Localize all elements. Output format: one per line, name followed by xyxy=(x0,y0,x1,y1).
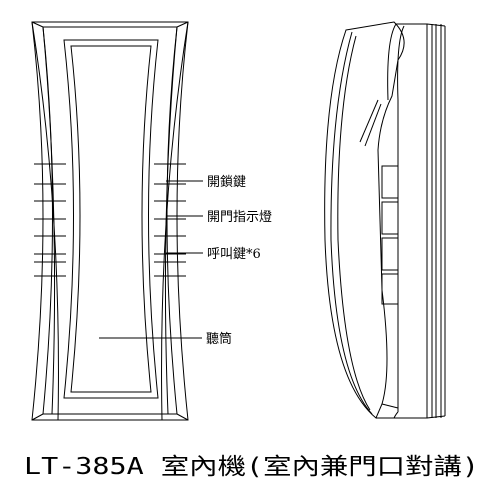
call-keys-label: 呼叫鍵*6 xyxy=(207,246,261,262)
model-caption: LT-385A 室內機(室內兼門口對講) xyxy=(24,454,479,480)
side-key-4 xyxy=(381,273,399,305)
side-key-3 xyxy=(381,237,399,271)
base-housing xyxy=(387,23,428,419)
unlock-key-label: 開鎖鍵 xyxy=(207,174,246,190)
front-view: 開鎖鍵 開門指示燈 呼叫鍵*6 聽筒 xyxy=(31,21,272,421)
handset-label: 聽筒 xyxy=(206,331,232,347)
front-body-outline xyxy=(31,21,189,421)
door-indicator-label: 開門指示燈 xyxy=(207,210,272,225)
side-key-2 xyxy=(381,201,399,235)
wall-base-plate xyxy=(426,23,446,419)
side-keys xyxy=(381,165,399,305)
left-key-strip xyxy=(34,163,66,277)
right-side-strip xyxy=(161,21,189,421)
handset-side xyxy=(324,21,405,419)
side-view xyxy=(324,21,446,419)
right-key-strip xyxy=(154,163,186,277)
left-side-strip xyxy=(31,21,59,421)
side-key-1 xyxy=(381,165,399,199)
handset-front xyxy=(63,39,159,399)
